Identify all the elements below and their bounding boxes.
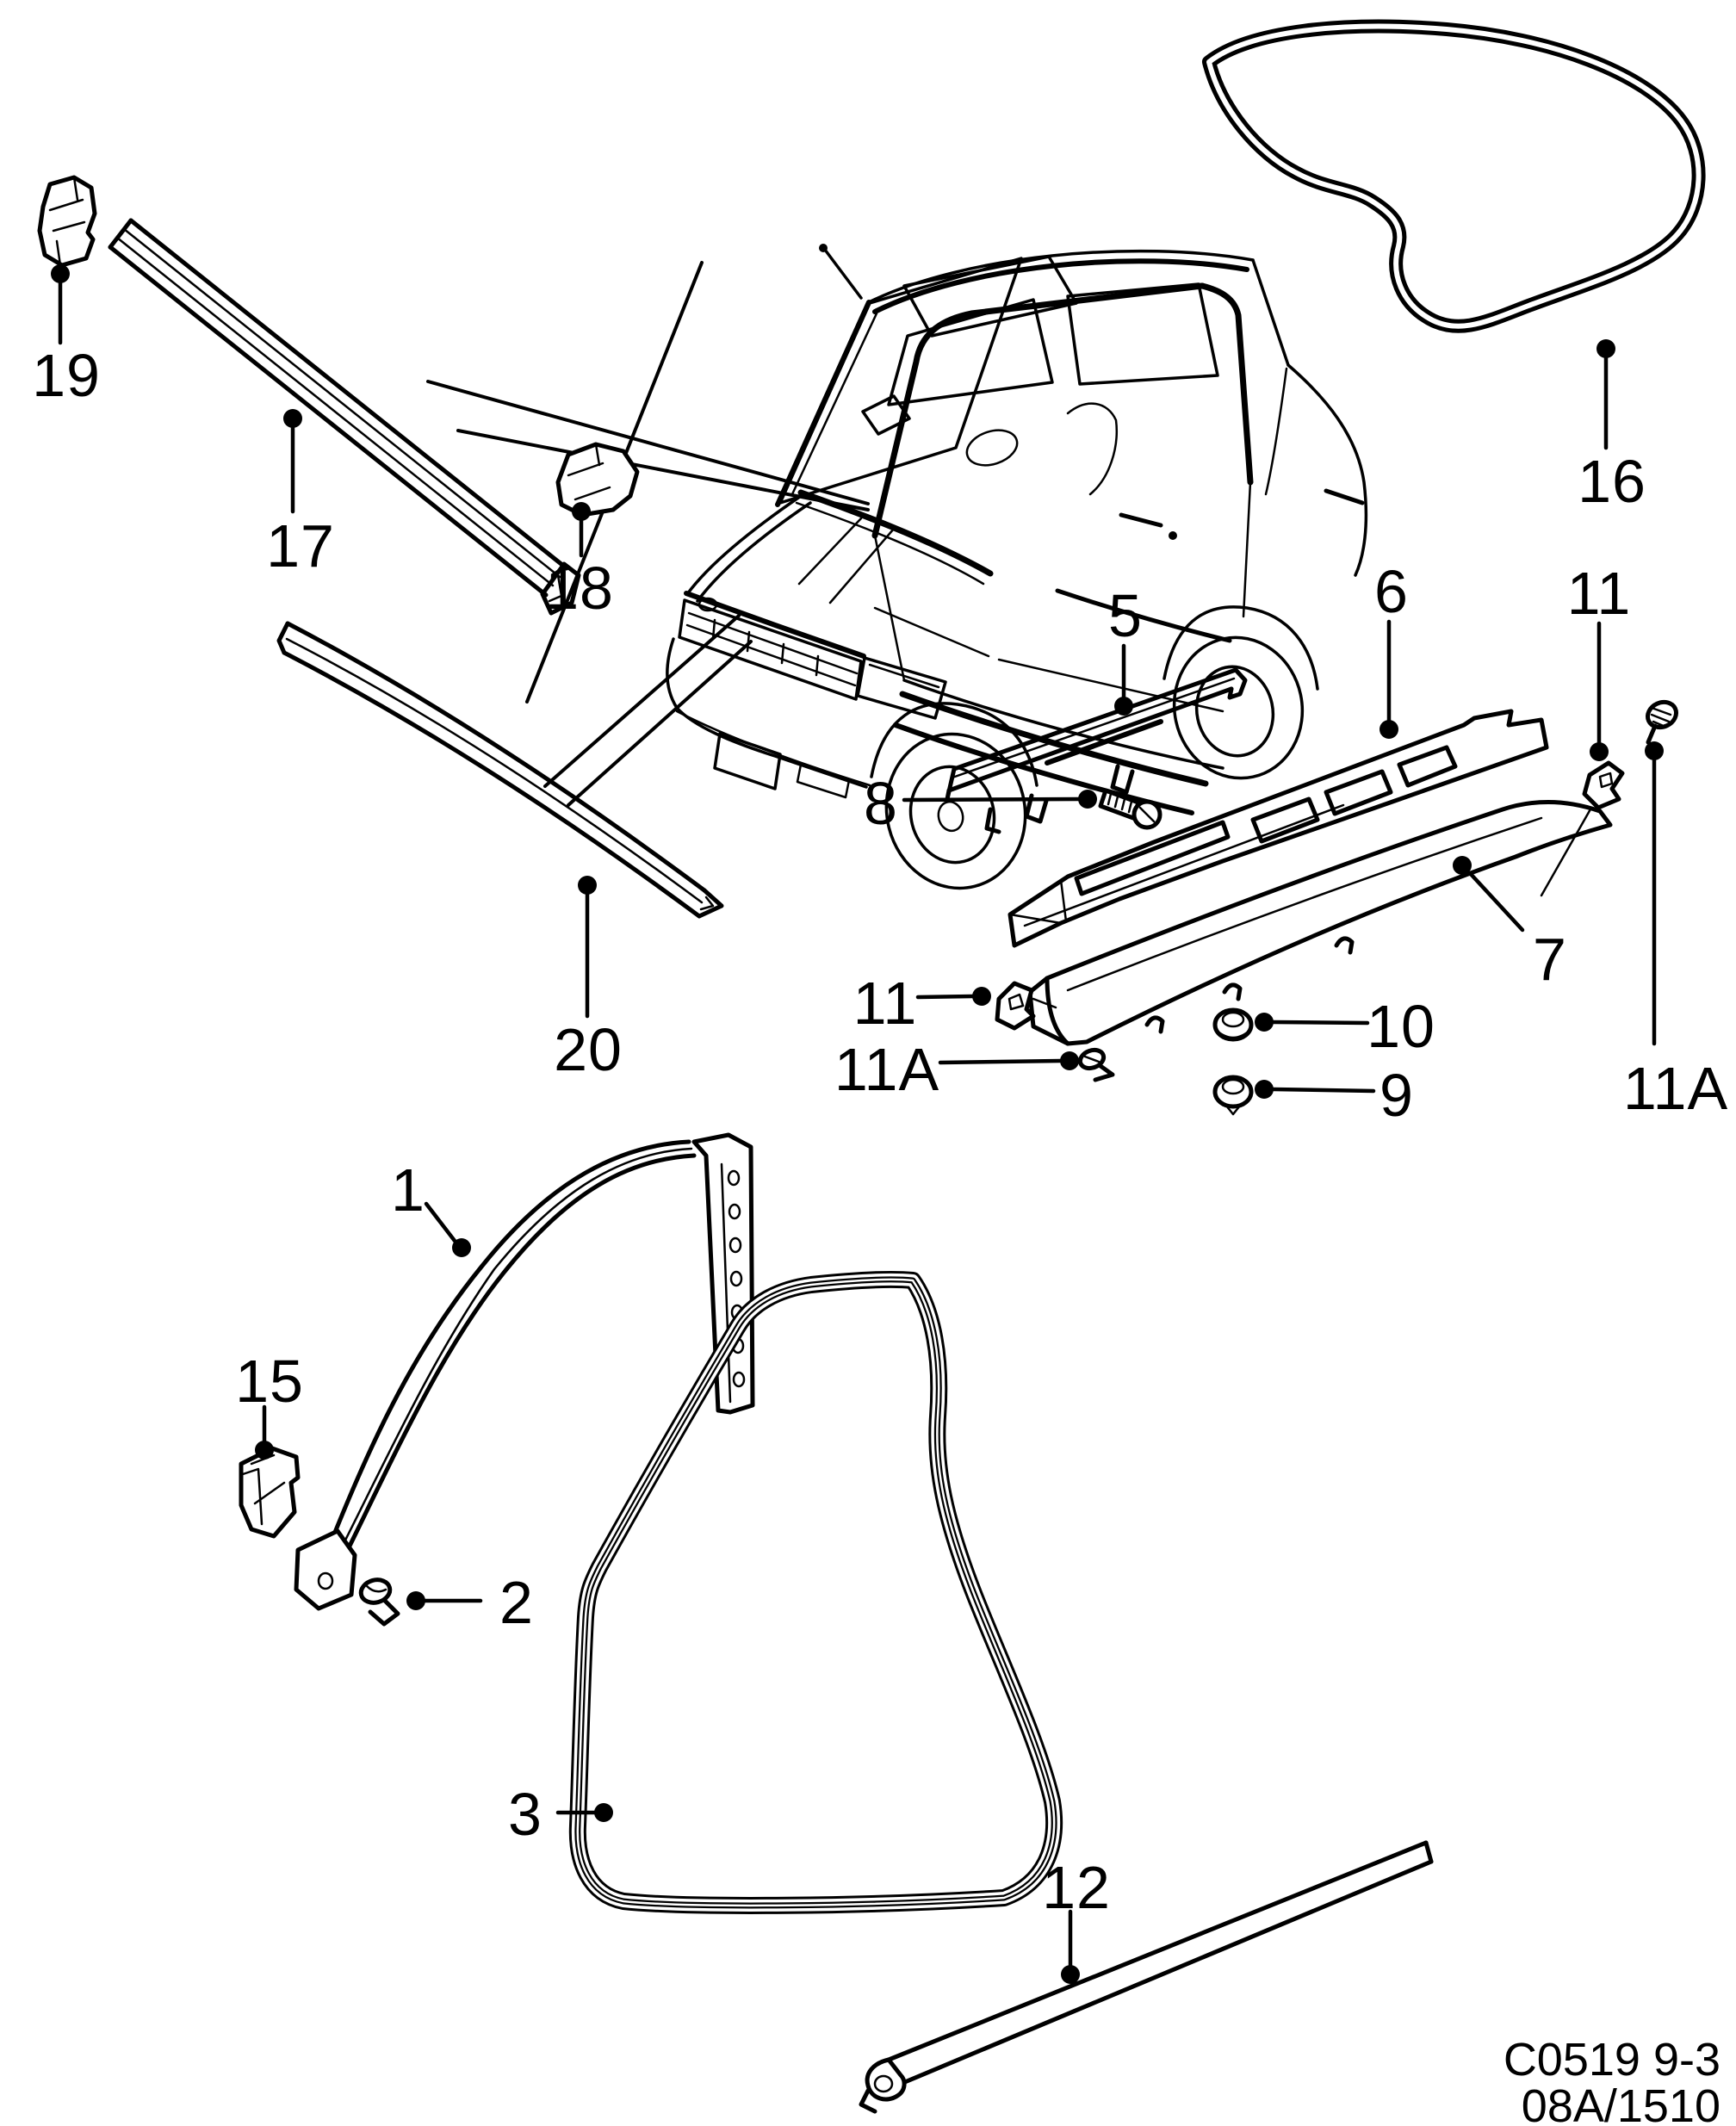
sill-moulding-highlight [899, 691, 1209, 787]
callout-5: 5 [1108, 582, 1143, 649]
part-11a-screw-top [1645, 699, 1679, 745]
callout-9: 9 [1380, 1062, 1414, 1129]
part-1-window-channel [294, 1132, 755, 1611]
callout-3: 3 [508, 1781, 542, 1848]
part-17-windscreen-moulding [108, 218, 581, 616]
callout-18: 18 [545, 555, 614, 622]
pointer-lines [426, 261, 870, 807]
c-pillar-seal-highlight [1199, 282, 1254, 486]
a-pillar-moulding-highlight [775, 300, 871, 507]
callout-2: 2 [499, 1569, 534, 1636]
callout-7: 7 [1533, 926, 1567, 993]
callout-10: 10 [1367, 993, 1435, 1060]
page-code: 08A/1510 [1522, 2080, 1720, 2126]
part-12-door-strip [859, 1840, 1434, 2114]
leader-lines [51, 264, 1664, 1984]
part-20-moulding [276, 621, 724, 919]
part-16-trunk-lid-seal [1202, 19, 1706, 333]
callout-15: 15 [235, 1348, 304, 1415]
callout-11-left: 11 [853, 970, 918, 1037]
part-15-bracket [239, 1446, 301, 1539]
cowl-strip-highlight [797, 489, 994, 577]
part-8-bolt [1098, 788, 1162, 830]
callout-12: 12 [1042, 1854, 1111, 1921]
part-11a-screw-left [1077, 1047, 1115, 1082]
footer-codes: C0519 9-3 08A/1510 [1504, 2034, 1720, 2126]
callout-16: 16 [1578, 448, 1646, 515]
part-2-clip [358, 1577, 400, 1627]
part-18-clip [555, 442, 640, 518]
part-5-rail [945, 667, 1248, 834]
part-6-scuttle-trim [1008, 709, 1549, 948]
callouts: 19 17 18 20 16 5 6 11 11A 8 7 11 11A 10 … [32, 342, 1728, 1921]
hood-moulding-highlight [684, 591, 866, 659]
part-19-clip [37, 175, 97, 268]
callout-6: 6 [1374, 558, 1409, 625]
part-11-clip-top [1540, 760, 1625, 897]
part-10-grommet [1212, 1007, 1254, 1042]
callout-19: 19 [32, 342, 101, 409]
callout-8: 8 [864, 770, 898, 837]
callout-11a-left: 11A [834, 1036, 939, 1103]
part-11-clip-left [995, 981, 1036, 1031]
callout-17: 17 [266, 512, 335, 580]
callout-1: 1 [391, 1156, 425, 1224]
callout-20: 20 [554, 1016, 623, 1083]
callout-11-top: 11 [1567, 560, 1632, 627]
part-3-door-opening-seal [568, 1270, 1063, 1914]
drawing-code: C0519 9-3 [1504, 2034, 1720, 2086]
part-9-grommet [1212, 1075, 1254, 1116]
part-7-trim-panel [1027, 799, 1613, 1046]
callout-11a-right: 11A [1623, 1055, 1728, 1122]
